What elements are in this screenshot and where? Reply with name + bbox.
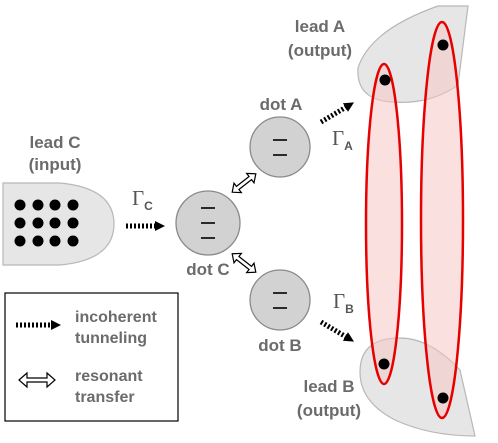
legend-box <box>4 292 179 422</box>
resonant-arrow-ca <box>231 172 257 194</box>
lead-b-electron <box>378 358 390 370</box>
electron <box>49 217 61 229</box>
dot-b <box>249 269 311 331</box>
electron <box>49 199 61 211</box>
rate-a-label: ΓA <box>332 126 353 153</box>
dot-c-label: dot C <box>186 260 229 279</box>
incoherent-arrow-a <box>319 102 355 125</box>
rate-b-label: ΓB <box>333 289 354 316</box>
electron <box>67 199 79 211</box>
lead-a-electron <box>379 74 391 86</box>
correlation-ellipse-outer <box>419 20 465 420</box>
lead-b-name: lead B <box>303 377 354 396</box>
dot-a-label: dot A <box>260 95 303 114</box>
lead-b-role: (output) <box>297 401 361 420</box>
lead-c-name: lead C <box>29 133 80 152</box>
electron <box>32 217 44 229</box>
legend-resonant-arrow <box>18 371 56 389</box>
correlation-ellipse-inner <box>364 62 404 386</box>
electron <box>49 235 61 247</box>
lead-a-role: (output) <box>288 41 352 60</box>
electron <box>14 217 26 229</box>
electron <box>67 217 79 229</box>
incoherent-arrow-b <box>319 319 355 342</box>
electron <box>14 199 26 211</box>
electron <box>32 199 44 211</box>
resonant-arrow-cb <box>231 252 257 274</box>
legend-incoherent-line1: incoherent <box>75 309 157 326</box>
electron <box>32 235 44 247</box>
dot-b-label: dot B <box>258 336 301 355</box>
electron <box>67 235 79 247</box>
lead-a-name: lead A <box>295 17 345 36</box>
legend-incoherent-line2: tunneling <box>75 330 147 347</box>
dot-c <box>175 190 241 256</box>
legend: incoherent tunneling resonant transfer <box>4 292 179 422</box>
dot-a <box>249 116 311 178</box>
legend-resonant-line2: transfer <box>75 389 135 406</box>
lead-a-electron <box>437 39 449 51</box>
electron <box>14 235 26 247</box>
rate-c-label: ΓC <box>132 186 153 213</box>
lead-c-role: (input) <box>29 155 82 174</box>
legend-resonant-line1: resonant <box>75 368 143 385</box>
lead-c-electrons <box>14 199 79 247</box>
lead-b-electron <box>437 392 449 404</box>
